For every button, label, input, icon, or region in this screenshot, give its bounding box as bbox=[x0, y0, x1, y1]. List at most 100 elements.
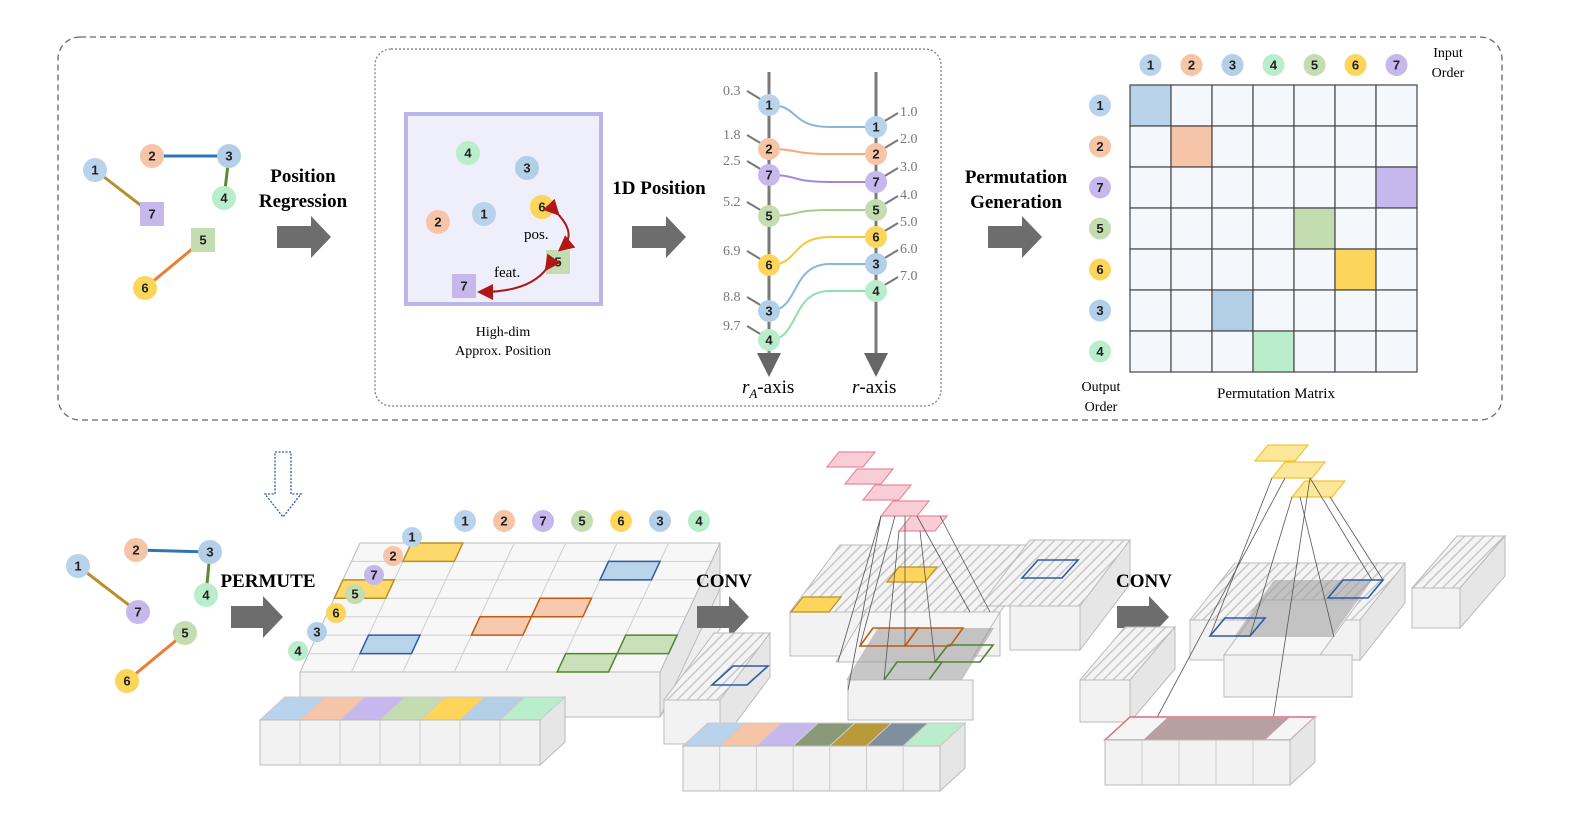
axis-right-node-2: 2 bbox=[865, 143, 887, 165]
highdim-node-7: 7 bbox=[452, 274, 476, 298]
matrix-cell-5-6 bbox=[1334, 207, 1377, 250]
graph-top-node-4-label: 4 bbox=[220, 191, 228, 206]
matrix-cell-4-5 bbox=[1293, 330, 1336, 373]
graph-top-node-7: 7 bbox=[140, 202, 164, 226]
axis-left-node-7-label: 7 bbox=[765, 168, 772, 183]
matrix-col-header-4-shape bbox=[1262, 54, 1285, 76]
yellow-proj-line-6 bbox=[1299, 496, 1335, 638]
highdim-node-4: 4 bbox=[456, 141, 480, 165]
slab-col-header-7-label: 7 bbox=[539, 514, 546, 529]
axis-left-node-2-label: 2 bbox=[765, 142, 772, 157]
left-tick-2: 2.5 bbox=[723, 154, 741, 169]
slab-col-header-5-shape bbox=[571, 510, 593, 532]
matrix-cell-4-4 bbox=[1252, 330, 1295, 373]
slab-row-header-5-label: 5 bbox=[351, 587, 358, 602]
matrix-cell-4-6 bbox=[1334, 330, 1377, 373]
highdim-node-6-label: 6 bbox=[538, 200, 545, 215]
matrix-row-header-5-shape bbox=[1089, 217, 1111, 240]
matrix-col-header-6-label: 6 bbox=[1352, 58, 1359, 73]
axis-left-node-1-shape bbox=[758, 94, 780, 116]
axis-left-node-6-shape bbox=[758, 254, 780, 276]
highdim-node-2-shape bbox=[426, 210, 450, 234]
axis-left-node-3: 3 bbox=[758, 300, 780, 322]
slab-highlight-6 bbox=[615, 634, 679, 655]
yellow-proj-line-3 bbox=[1329, 496, 1384, 581]
permutation-generation-label-2: Generation bbox=[970, 192, 1062, 213]
matrix-cell-2-2 bbox=[1170, 125, 1213, 168]
matrix-col-header-5-label: 5 bbox=[1311, 58, 1318, 73]
slab-row-header-1: 1 bbox=[402, 527, 422, 547]
slab-row-header-3-shape bbox=[307, 622, 327, 642]
conv1-label: CONV bbox=[696, 571, 752, 592]
graph-top-node-4-shape bbox=[212, 186, 236, 210]
matrix-cell-3-5 bbox=[1293, 289, 1336, 332]
axis-right-node-1: 1 bbox=[865, 116, 887, 138]
slab-row-header-7-label: 7 bbox=[370, 568, 377, 583]
left-tick-mark-2 bbox=[746, 160, 763, 171]
graph-bottom-node-1: 1 bbox=[66, 554, 90, 578]
graph-bottom-node-7-shape bbox=[126, 600, 150, 624]
matrix-cell-1-3 bbox=[1211, 84, 1254, 127]
right-tick-0: 1.0 bbox=[900, 105, 918, 120]
axis-connector-1 bbox=[768, 104, 876, 128]
axis-connector-4 bbox=[768, 290, 876, 341]
matrix-cell-7-5 bbox=[1293, 166, 1336, 209]
yellow-proj-line-4 bbox=[1144, 477, 1286, 741]
highdim-node-3-shape bbox=[515, 156, 539, 180]
pink-proj-line-3 bbox=[859, 515, 896, 647]
pink-proj-line-6 bbox=[883, 530, 900, 681]
axis-right-node-1-shape bbox=[865, 116, 887, 138]
matrix-col-header-1-label: 1 bbox=[1147, 58, 1154, 73]
matrix-cell-1-7 bbox=[1375, 84, 1418, 127]
slab-col-header-5: 5 bbox=[571, 510, 593, 532]
left-tick-4: 6.9 bbox=[723, 244, 741, 259]
slab-row-header-2-shape bbox=[383, 546, 403, 566]
matrix-row-header-6-shape bbox=[1089, 258, 1111, 281]
axis-left-node-4-label: 4 bbox=[765, 333, 773, 348]
highdim-node-3: 3 bbox=[515, 156, 539, 180]
graph-bottom-node-5-shape bbox=[173, 621, 197, 645]
yellow-proj-line-1 bbox=[1309, 477, 1373, 581]
pink-proj-line-1 bbox=[916, 515, 971, 613]
graph-bottom-node-5-label: 5 bbox=[181, 626, 188, 641]
highdim-node-1: 1 bbox=[472, 202, 496, 226]
highdim-node-1-shape bbox=[472, 202, 496, 226]
right-tick-5: 6.0 bbox=[900, 242, 918, 257]
graph-top-node-5-shape bbox=[191, 228, 215, 252]
slab-row-header-3-label: 3 bbox=[313, 625, 320, 640]
highdim-node-4-label: 4 bbox=[464, 146, 472, 161]
slab-row-header-7-shape bbox=[364, 565, 384, 585]
highdim-node-4-shape bbox=[456, 141, 480, 165]
output-order-label-1: Output bbox=[1082, 380, 1121, 395]
matrix-cell-7-4 bbox=[1252, 166, 1295, 209]
matrix-col-header-3-label: 3 bbox=[1229, 58, 1236, 73]
matrix-cell-6-2 bbox=[1170, 248, 1213, 291]
axis-right-node-1-label: 1 bbox=[872, 120, 879, 135]
pink-filter-2 bbox=[861, 484, 913, 501]
pink-proj-line-2 bbox=[939, 515, 991, 613]
matrix-row-header-4-shape bbox=[1089, 340, 1111, 363]
matrix-row-header-4-label: 4 bbox=[1096, 344, 1104, 359]
axis-left-node-2: 2 bbox=[758, 138, 780, 160]
left-tick-mark-5 bbox=[746, 296, 763, 307]
left-tick-5: 8.8 bbox=[723, 290, 741, 305]
axis-left-node-3-label: 3 bbox=[765, 304, 772, 319]
matrix-cell-3-2 bbox=[1170, 289, 1213, 332]
matrix-row-header-6: 6 bbox=[1089, 258, 1111, 281]
node-feature-bar bbox=[258, 695, 567, 767]
right-tick-mark-2 bbox=[882, 167, 899, 178]
highdim-node-3-label: 3 bbox=[523, 161, 530, 176]
output-order-label-2: Order bbox=[1085, 400, 1118, 415]
pink-filter-3 bbox=[879, 500, 931, 517]
matrix-cell-7-1 bbox=[1129, 166, 1172, 209]
slab-col-header-2-label: 2 bbox=[500, 514, 507, 529]
slab-col-header-1: 1 bbox=[454, 510, 476, 532]
right-tick-mark-4 bbox=[882, 222, 899, 233]
conv2-feature-bar bbox=[1103, 715, 1317, 787]
matrix-col-header-2-label: 2 bbox=[1188, 58, 1195, 73]
matrix-cell-7-6 bbox=[1334, 166, 1377, 209]
hollow-down-arrow bbox=[263, 451, 303, 519]
ra-axis-label: rA-axis bbox=[742, 377, 794, 401]
